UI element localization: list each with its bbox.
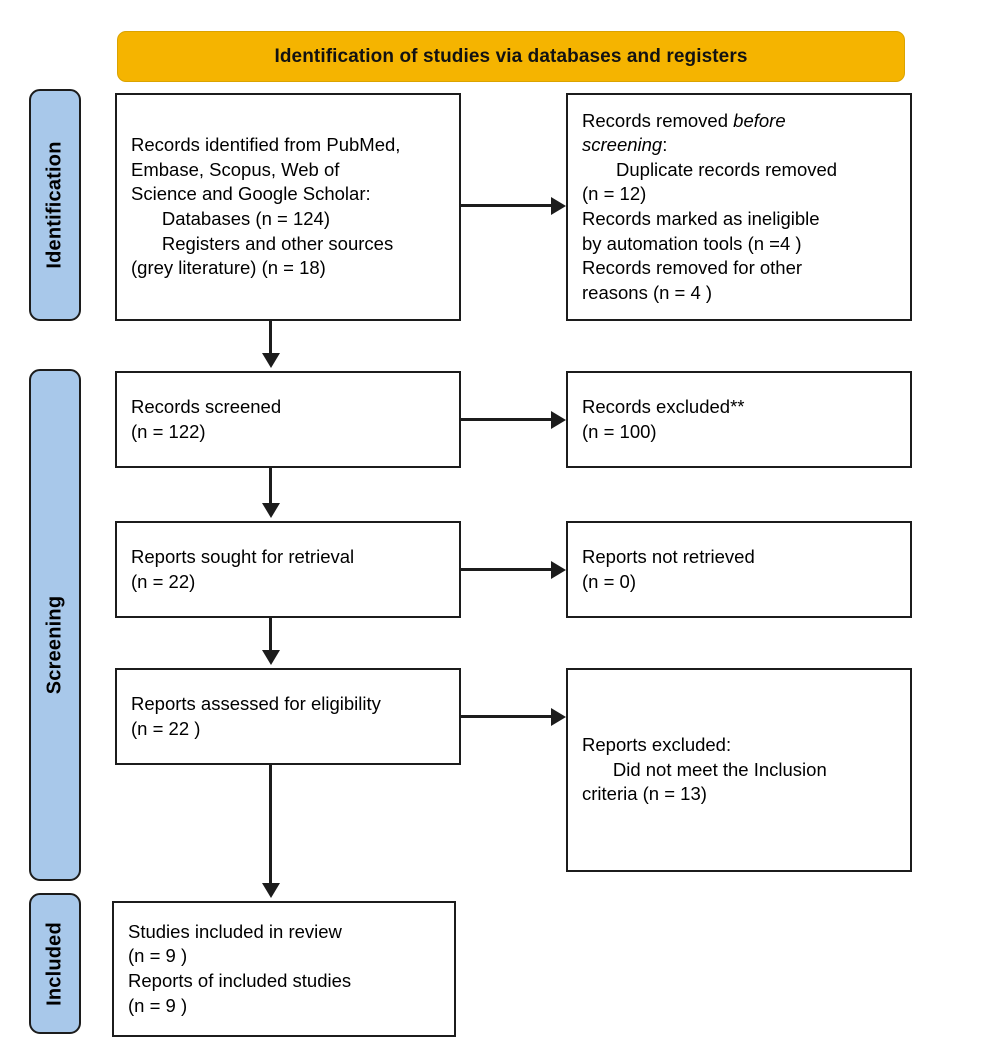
box-reports-not-retrieved-text: Reports not retrieved (n = 0) <box>582 545 755 592</box>
stage-label-included: Included <box>43 921 66 1006</box>
box-records-identified: Records identified from PubMed, Embase, … <box>115 93 461 321</box>
arrow-screened-to-sought-head <box>262 503 280 518</box>
arrow-assessed-to-included-head <box>262 883 280 898</box>
diagram-header-banner: Identification of studies via databases … <box>117 31 905 82</box>
arrow-sought-to-not-retrieved-line <box>461 568 553 571</box>
removed-line-2-italic: screening <box>582 134 663 156</box>
stage-pill-identification: Identification <box>29 89 81 321</box>
box-records-identified-text: Records identified from PubMed, Embase, … <box>131 134 401 279</box>
arrow-assessed-to-reports-excluded-line <box>461 715 553 718</box>
box-studies-included-text: Studies included in review (n = 9 ) Repo… <box>128 920 352 1016</box>
arrow-screened-to-sought-line <box>269 468 272 507</box>
box-reports-not-retrieved: Reports not retrieved (n = 0) <box>566 521 912 618</box>
stage-label-identification: Identification <box>43 141 66 269</box>
box-records-excluded-text: Records excluded** (n = 100) <box>582 395 745 442</box>
arrow-identified-to-removed-head <box>551 197 566 215</box>
box-records-screened-text: Records screened (n = 122) <box>131 395 282 442</box>
arrow-sought-to-assessed-head <box>262 650 280 665</box>
arrow-screened-to-excluded-head <box>551 411 566 429</box>
box-reports-sought-text: Reports sought for retrieval (n = 22) <box>131 545 355 592</box>
arrow-assessed-to-reports-excluded-head <box>551 708 566 726</box>
box-records-excluded: Records excluded** (n = 100) <box>566 371 912 468</box>
arrow-sought-to-assessed-line <box>269 618 272 654</box>
arrow-identified-to-screened-line <box>269 321 272 357</box>
stage-pill-included: Included <box>29 893 81 1034</box>
arrow-identified-to-screened-head <box>262 353 280 368</box>
removed-line-1: Records removed before <box>582 109 786 131</box>
arrow-assessed-to-included-line <box>269 765 272 887</box>
arrow-sought-to-not-retrieved-head <box>551 561 566 579</box>
box-records-screened: Records screened (n = 122) <box>115 371 461 468</box>
box-records-removed-text: Records removed before screening: Duplic… <box>582 109 838 303</box>
diagram-title: Identification of studies via databases … <box>274 45 748 67</box>
box-reports-excluded: Reports excluded: Did not meet the Inclu… <box>566 668 912 872</box>
box-reports-excluded-text: Reports excluded: Did not meet the Inclu… <box>582 734 827 805</box>
box-reports-assessed-text: Reports assessed for eligibility (n = 22… <box>131 692 381 739</box>
stage-pill-screening: Screening <box>29 369 81 881</box>
stage-label-screening: Screening <box>43 596 66 695</box>
box-reports-assessed-for-eligibility: Reports assessed for eligibility (n = 22… <box>115 668 461 765</box>
box-records-removed-before-screening: Records removed before screening: Duplic… <box>566 93 912 321</box>
box-studies-included-in-review: Studies included in review (n = 9 ) Repo… <box>112 901 456 1037</box>
box-reports-sought-for-retrieval: Reports sought for retrieval (n = 22) <box>115 521 461 618</box>
arrow-identified-to-removed-line <box>461 204 553 207</box>
arrow-screened-to-excluded-line <box>461 418 553 421</box>
